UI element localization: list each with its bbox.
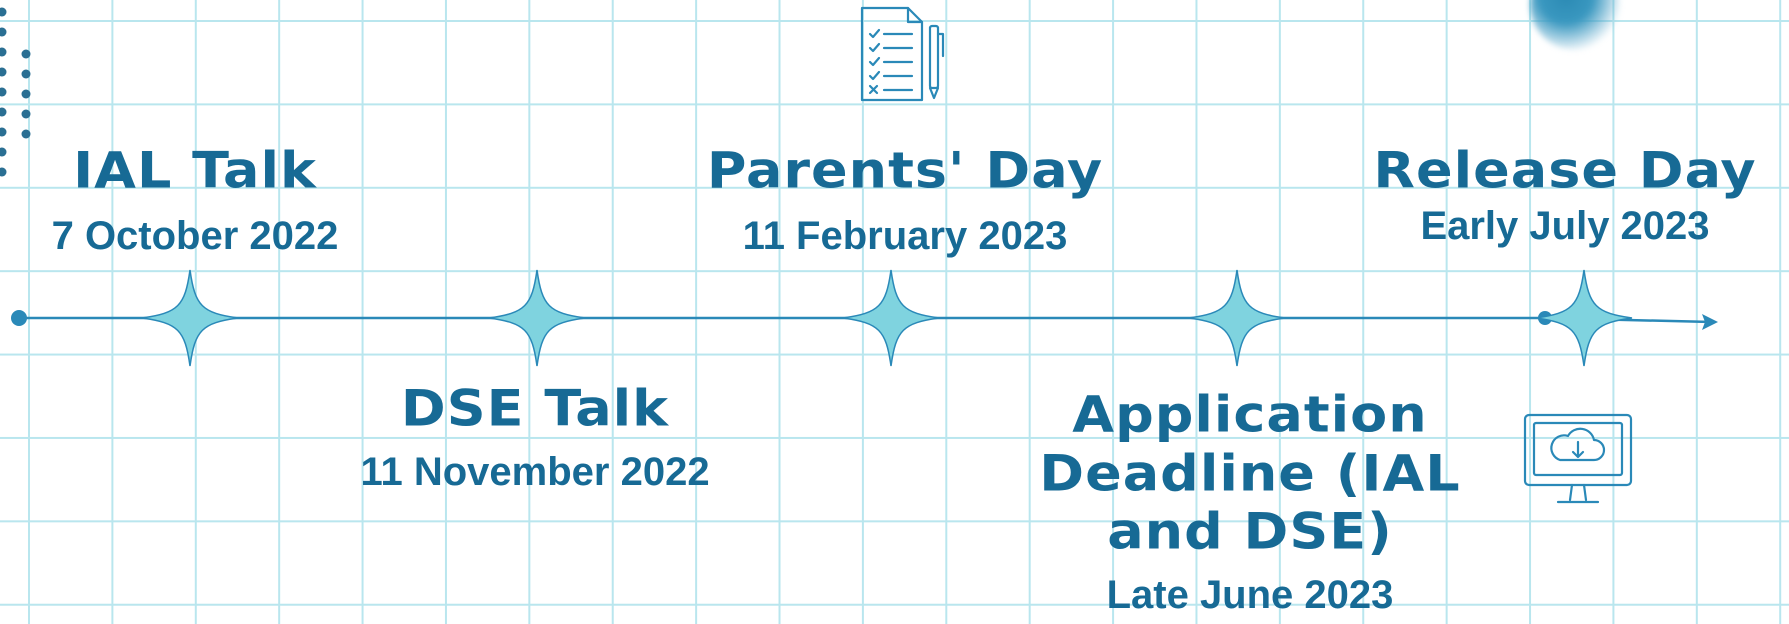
star-marker-application xyxy=(1188,269,1286,367)
event-date: Late June 2023 xyxy=(1106,573,1394,618)
event-date: Early July 2023 xyxy=(1420,204,1710,249)
star-marker-release xyxy=(1535,269,1633,367)
timeline-arrowhead xyxy=(1702,314,1718,330)
event-parents-day: Parents' Day 11 February 2023 xyxy=(660,140,1150,259)
timeline-start-dot xyxy=(11,310,27,326)
event-title: DSE Talk xyxy=(400,379,670,438)
star-marker-ial xyxy=(141,269,239,367)
event-title: Release Day xyxy=(1373,141,1757,200)
event-ial-talk: IAL Talk 7 October 2022 xyxy=(20,140,370,259)
event-dse-talk: DSE Talk 11 November 2022 xyxy=(330,378,740,495)
star-marker-parents xyxy=(842,269,940,367)
event-title: Application Deadline (IAL and DSE) xyxy=(1039,385,1461,561)
event-release-day: Release Day Early July 2023 xyxy=(1350,140,1780,249)
event-application-deadline: Application Deadline (IAL and DSE) Late … xyxy=(1010,378,1490,618)
dots-decoration xyxy=(0,7,31,177)
star-marker-dse xyxy=(488,269,586,367)
event-title: IAL Talk xyxy=(73,141,317,200)
event-date: 11 November 2022 xyxy=(360,450,710,495)
event-date: 11 February 2023 xyxy=(742,214,1068,259)
event-date: 7 October 2022 xyxy=(51,214,339,259)
checklist-icon xyxy=(860,6,945,102)
computer-cloud-download-icon xyxy=(1523,413,1633,504)
event-title: Parents' Day xyxy=(706,141,1104,200)
